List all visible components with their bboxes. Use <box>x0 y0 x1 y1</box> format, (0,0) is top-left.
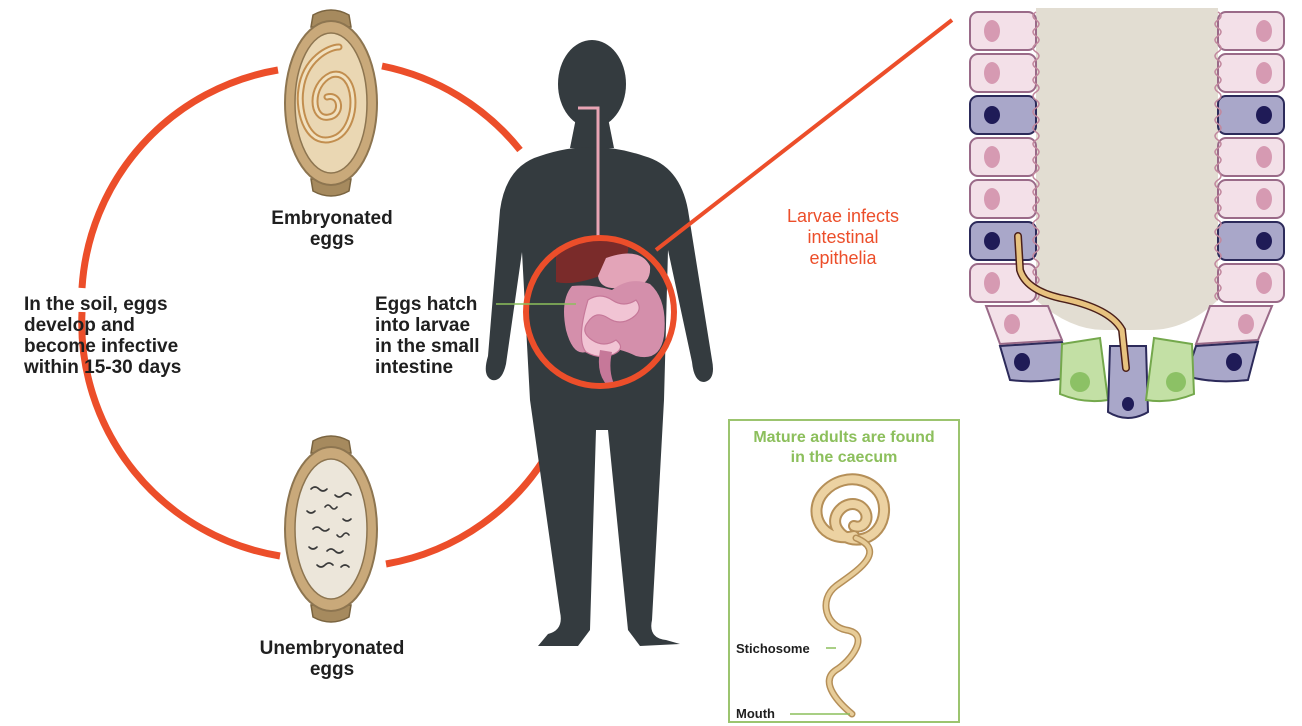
label-mouth: Mouth <box>736 706 775 721</box>
label-unembryonated-eggs: Unembryonated eggs <box>238 638 426 680</box>
arc-top-left <box>82 70 278 288</box>
label-stichosome: Stichosome <box>736 641 810 656</box>
label-line: Embryonated <box>248 208 416 229</box>
label-line: eggs <box>248 229 416 250</box>
label-line: In the soil, eggs <box>24 294 224 315</box>
label-line: in the small <box>375 336 499 357</box>
label-embryonated-eggs: Embryonated eggs <box>248 208 416 250</box>
label-line: into larvae <box>375 315 499 336</box>
label-larvae-infects: Larvae infects intestinal epithelia <box>755 206 931 269</box>
arc-top-right <box>382 66 520 150</box>
label-line: develop and <box>24 315 224 336</box>
label-soil-development: In the soil, eggs develop and become inf… <box>24 294 224 378</box>
label-line: in the caecum <box>731 448 957 468</box>
label-mature-adults: Mature adults are found in the caecum <box>731 428 957 468</box>
unembryonated-egg-icon <box>285 436 377 622</box>
arc-bottom-right <box>386 446 552 564</box>
label-eggs-hatch: Eggs hatch into larvae in the small inte… <box>375 294 499 378</box>
label-line: eggs <box>238 659 426 680</box>
label-line: Eggs hatch <box>375 294 499 315</box>
label-line: become infective <box>24 336 224 357</box>
goblet-cell-right <box>1146 338 1194 401</box>
goblet-cell-left <box>1060 338 1108 401</box>
label-line: Larvae infects <box>755 206 931 227</box>
intestinal-epithelium-icon <box>970 8 1284 418</box>
label-line: Mature adults are found <box>731 428 957 448</box>
embryonated-egg-icon <box>285 10 377 196</box>
label-line: intestinal <box>755 227 931 248</box>
label-line: within 15-30 days <box>24 357 224 378</box>
label-line: Unembryonated <box>238 638 426 659</box>
label-line: intestine <box>375 357 499 378</box>
label-line: epithelia <box>755 248 931 269</box>
